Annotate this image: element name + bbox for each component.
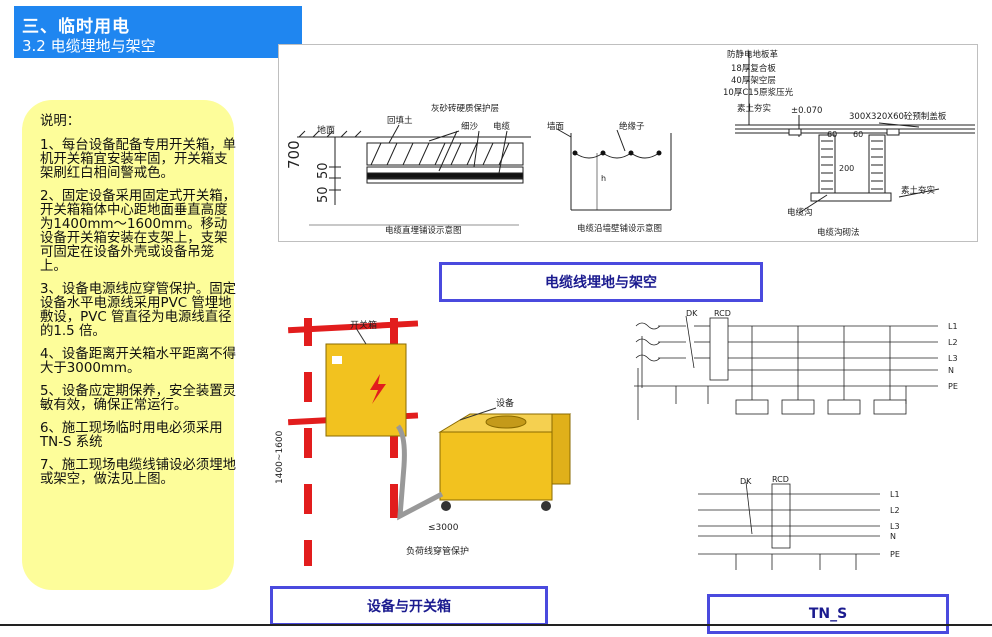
note-item: 7、施工现场电缆线铺设必须埋地或架空，做法见上图。	[40, 458, 236, 487]
trench-support	[886, 128, 900, 136]
tns-bottom-l3: L3	[890, 522, 900, 531]
trench-caption: 电缆沟砌法	[817, 227, 860, 238]
distance-dimension: ≤3000	[428, 523, 459, 533]
trench-label-5: 素土夯实	[737, 103, 771, 114]
insulator-dot	[572, 150, 578, 156]
tns-bottom-l2: L2	[890, 506, 900, 515]
burial-ground-label: 地面	[317, 124, 335, 136]
tns-bottom-pe: PE	[890, 550, 900, 559]
trench-label-1: 防静电地板革	[727, 49, 779, 60]
section-title: 三、临时用电	[22, 17, 130, 37]
tns-diagram-bottom: DK RCD L1 L2 L3 N PE	[698, 476, 900, 570]
footer-divider	[0, 624, 992, 626]
tns-bottom-n: N	[890, 532, 896, 541]
trench-dim-60a: 60	[827, 130, 837, 139]
note-item: 2、固定设备采用固定式开关箱，开关箱箱体中心距地面垂直高度为1400mm～160…	[40, 189, 236, 274]
cable-drawings: 地面 回填土 灰砂砖硬质保护层 细沙 电缆 700 50 50 电缆直埋铺设示意…	[285, 49, 975, 238]
equipment-label-box: 设备与开关箱	[270, 586, 548, 626]
tns-diagram-top: DK RCD L1 L2 L3 N PE	[634, 309, 958, 420]
tns-bottom-l1: L1	[890, 490, 900, 499]
burial-dim-50b: 50	[316, 186, 331, 203]
insulator-dot	[628, 150, 634, 156]
wall-h-label: h	[601, 174, 606, 183]
trench-dim-60b: 60	[853, 130, 863, 139]
cable-label-box: 电缆线埋地与架空	[439, 262, 763, 302]
notes-panel: 说明： 1、每台设备配备专用开关箱，单机开关箱宜安装牢固，开关箱支架刷红白相间警…	[22, 100, 236, 590]
equipment	[439, 431, 553, 501]
wall-face-label: 墙面	[547, 121, 565, 132]
box-equipment-illustration: 开关箱 设备 1400~1600 ≤3000 负荷线穿管保护	[275, 318, 572, 566]
insulator-dot	[600, 150, 606, 156]
notes-content: 说明： 1、每台设备配备专用开关箱，单机开关箱宜安装牢固，开关箱支架刷红白相间警…	[40, 115, 240, 496]
lightning-icon	[370, 374, 386, 404]
trench-label-4: 10厚C15原浆压光	[723, 87, 794, 98]
burial-dim-700: 700	[285, 140, 303, 169]
cable-installation-figure: 地面 回填土 灰砂砖硬质保护层 细沙 电缆 700 50 50 电缆直埋铺设示意…	[278, 44, 978, 242]
box-label: 开关箱	[350, 319, 377, 331]
burial-protect-label: 灰砂砖硬质保护层	[431, 103, 499, 114]
burial-caption: 电缆直埋铺设示意图	[385, 225, 462, 236]
tns-label-box: TN_S	[707, 594, 949, 634]
tns-top-rcd: RCD	[714, 309, 731, 318]
burial-sand-label: 细沙	[461, 121, 479, 132]
trench-support	[788, 128, 802, 136]
tns-top-dk: DK	[686, 309, 698, 318]
trench-cable-label: 电缆沟	[787, 207, 813, 218]
trench-diagram	[735, 51, 975, 214]
wall-diagram	[556, 128, 672, 211]
tns-bottom-rcd: RCD	[772, 476, 789, 484]
trench-label-2: 18厚复合板	[731, 63, 776, 74]
burial-backfill-label: 回填土	[387, 115, 413, 126]
wall-insulator-label: 绝缘子	[619, 121, 645, 132]
tns-top-l3: L3	[948, 354, 958, 363]
burial-cable-label: 电缆	[493, 121, 511, 132]
equipment-label: 设备	[496, 397, 514, 409]
notes-title: 说明：	[40, 114, 81, 129]
trench-elevation: ±0.070	[791, 106, 822, 116]
tns-top-l1: L1	[948, 322, 958, 331]
note-item: 3、设备电源线应穿管保护。固定设备水平电源线采用PVC 管埋地敷设，PVC 管直…	[40, 282, 236, 339]
note-item: 5、设备应定期保养，安全装置灵敏有效，确保正常运行。	[40, 384, 236, 413]
tns-top-n: N	[948, 366, 954, 375]
note-item: 6、施工现场临时用电必须采用TN-S 系统	[40, 421, 223, 450]
trench-label-3: 40厚架空层	[731, 75, 776, 86]
wall-caption: 电缆沿墙壁铺设示意图	[577, 223, 662, 234]
insulator-dot	[656, 150, 662, 156]
tns-bottom-dk: DK	[740, 477, 752, 486]
burial-dim-50a: 50	[316, 162, 331, 179]
height-dimension: 1400~1600	[275, 430, 285, 484]
section-header: 三、临时用电 3.2 电缆埋地与架空	[14, 6, 302, 58]
trench-compact-label: 素土夯实	[901, 185, 935, 196]
tns-top-l2: L2	[948, 338, 958, 347]
trench-slab-label: 300X320X60砼预制盖板	[849, 111, 947, 122]
pipe-label: 负荷线穿管保护	[406, 545, 469, 557]
tns-top-pe: PE	[948, 382, 958, 391]
burial-diagram	[297, 124, 531, 226]
note-item: 4、设备距离开关箱水平距离不得大于3000mm。	[40, 347, 236, 376]
section-subtitle: 3.2 电缆埋地与架空	[22, 37, 156, 55]
pole	[304, 318, 312, 566]
trench-dim-200: 200	[839, 164, 854, 173]
note-item: 1、每台设备配备专用开关箱，单机开关箱宜安装牢固，开关箱支架刷红白相间警戒色。	[40, 138, 236, 181]
